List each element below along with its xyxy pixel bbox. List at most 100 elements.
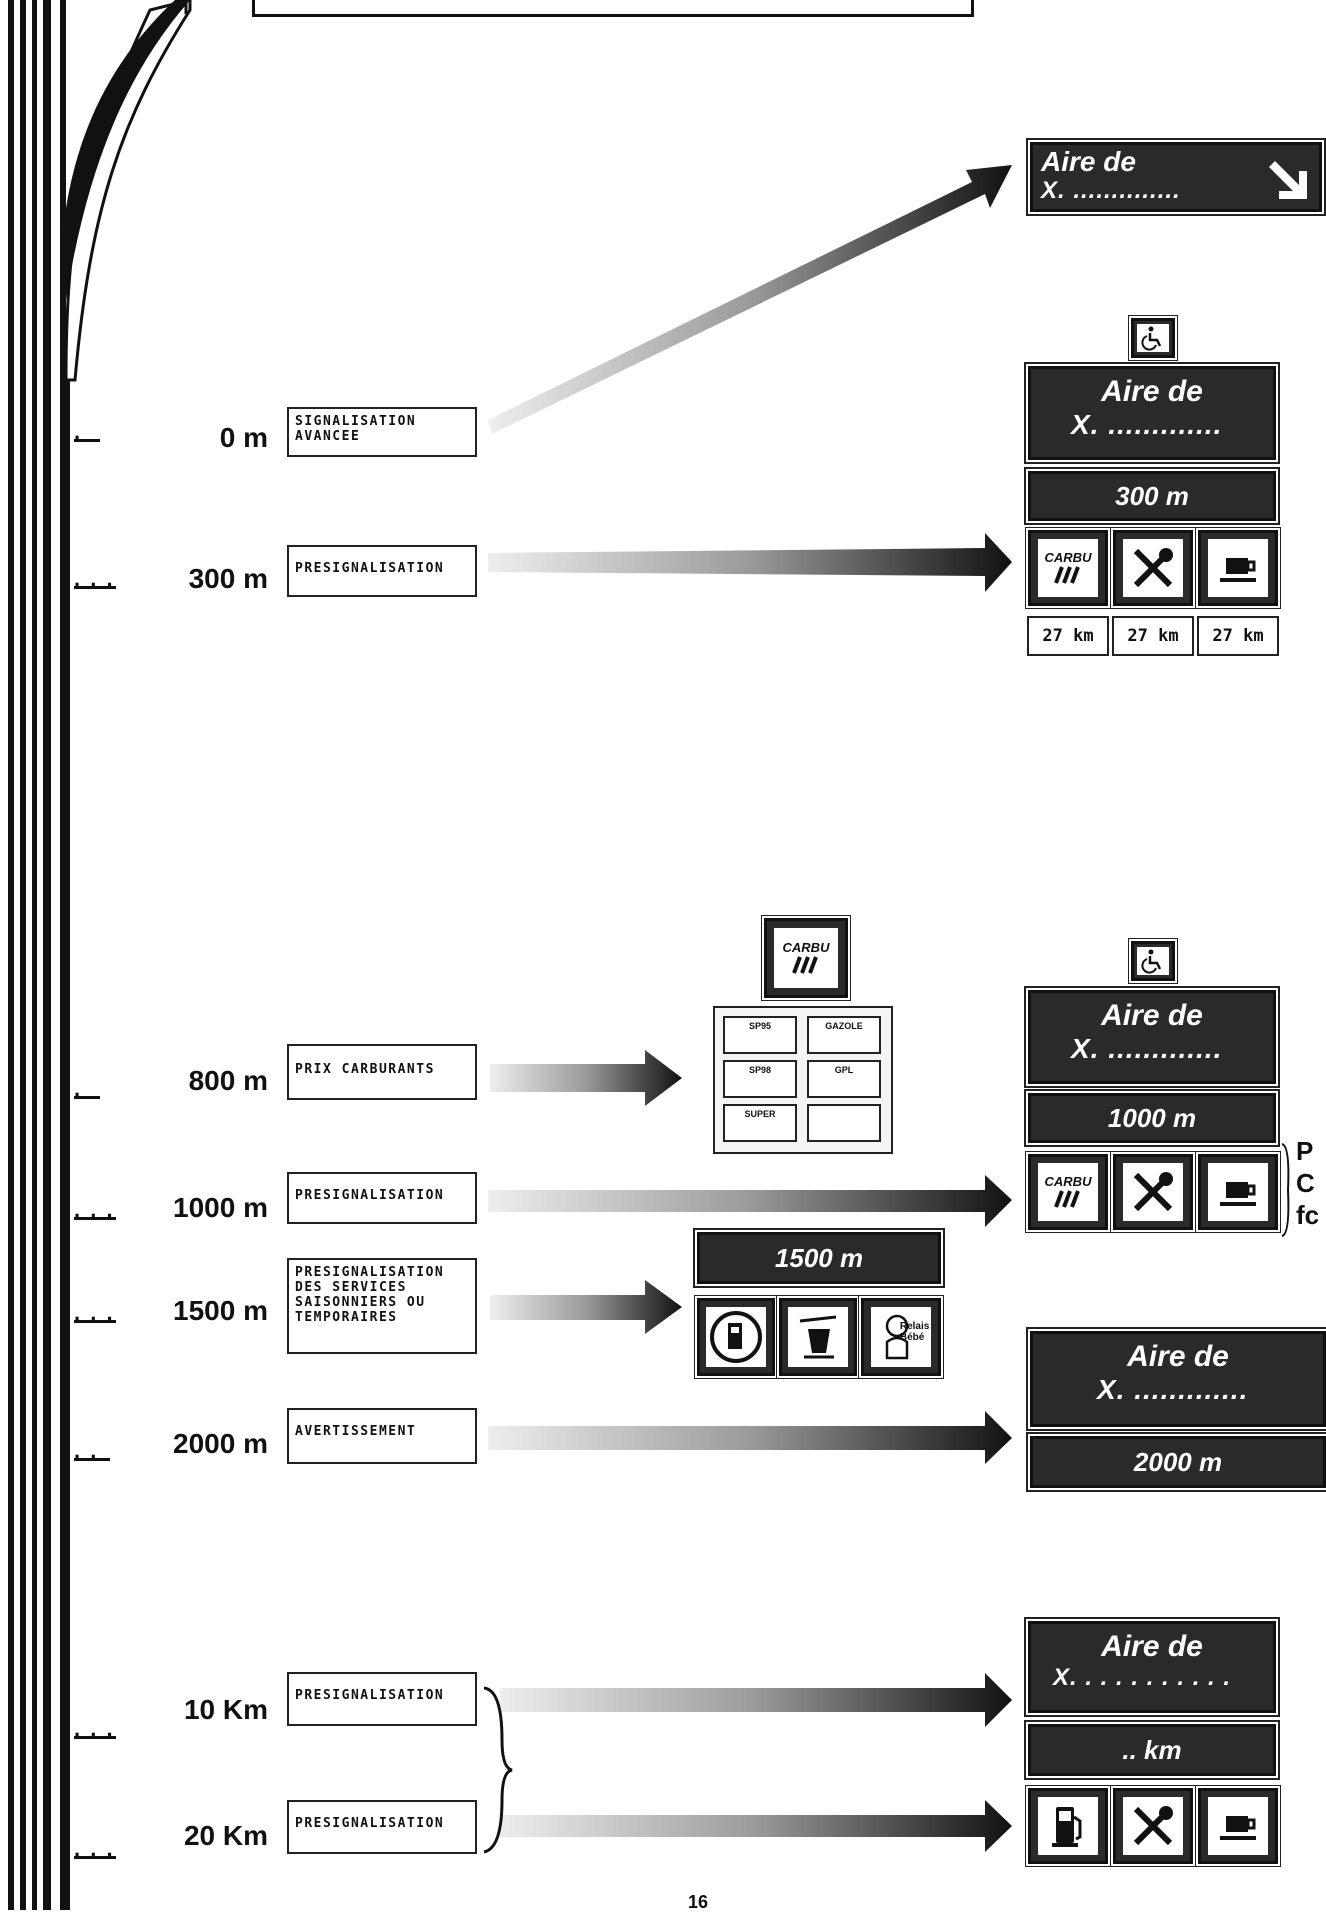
aire-sign-1000m-title: Aire de <box>1101 999 1203 1032</box>
side-bracket <box>1281 1143 1290 1237</box>
service-cafe-km <box>1198 1788 1278 1864</box>
fuel-price-panel: SP95 GAZOLE SP98 GPL SUPER <box>713 1006 893 1154</box>
marker-1500m: . . . <box>74 1300 116 1325</box>
relais-bebe-label: Relais Bébé <box>899 1321 930 1344</box>
carbu-label-800m: CARBU <box>782 940 830 956</box>
marker-0m: . <box>74 421 100 443</box>
label-presignalisation-20km: PRESIGNALISATION <box>287 1800 477 1854</box>
restaurant-icon <box>1133 1805 1173 1846</box>
service-carbu-300m: CARBU <box>1028 530 1108 606</box>
distance-sign-2000m: 2000 m <box>1030 1436 1326 1488</box>
side-text-c: C <box>1296 1168 1315 1198</box>
price-cell-1: SP95 <box>723 1016 797 1054</box>
label-presignalisation-services: PRESIGNALISATION DES SERVICES SAISONNIER… <box>287 1258 477 1354</box>
label-presignalisation-1000m: PRESIGNALISATION <box>287 1172 477 1224</box>
fuel-pump-wreath-icon <box>710 1311 762 1363</box>
distance-20km: 20 Km <box>183 1820 268 1851</box>
aire-sign-300m-title: Aire de <box>1101 375 1203 408</box>
restaurant-icon <box>1133 547 1173 588</box>
marker-2000m: . . <box>74 1440 110 1462</box>
label-presignalisation-10km: PRESIGNALISATION <box>287 1672 477 1726</box>
exit-sign: Aire de X. .............. <box>1030 142 1322 212</box>
arrow-20km <box>500 1800 1012 1852</box>
service-cafe-1000m <box>1198 1154 1278 1230</box>
label-avertissement: AVERTISSEMENT <box>287 1408 477 1464</box>
side-text-p: P <box>1296 1136 1314 1166</box>
arrow-10km <box>500 1673 1012 1727</box>
marker-10km: . . . <box>74 1716 116 1741</box>
marker-1000m: . . . <box>74 1197 116 1222</box>
distance-sign-300m: 300 m <box>1028 471 1276 521</box>
service-restaurant-km <box>1113 1788 1193 1864</box>
distance-0m: 0 m <box>219 422 268 453</box>
service-fuel-km <box>1028 1788 1108 1864</box>
aire-sign-km-name: X. . . . . . . . . . . <box>1053 1664 1232 1691</box>
distance-sign-1000m: 1000 m <box>1028 1093 1276 1143</box>
service-restaurant-300m <box>1113 530 1193 606</box>
marker-20km: . . . <box>74 1836 116 1861</box>
aire-sign-km-title: Aire de <box>1101 1630 1203 1663</box>
service-restaurant-1000m <box>1113 1154 1193 1230</box>
seasonal-service-3: Relais Bébé <box>861 1298 941 1376</box>
picnic-icon <box>799 1315 837 1359</box>
arrow-300m <box>488 533 1012 592</box>
fuel-icon <box>1054 1190 1080 1209</box>
aire-sign-km: Aire de X. . . . . . . . . . . <box>1028 1621 1276 1713</box>
fuel-icon <box>1054 566 1080 585</box>
cafe-icon <box>1219 557 1256 582</box>
cafe-icon <box>1219 1815 1256 1840</box>
carbu-label: CARBU <box>1044 550 1092 566</box>
fuel-icon <box>792 956 818 975</box>
side-text-fc: fc <box>1296 1200 1320 1230</box>
marker-300m: . . . <box>74 566 116 591</box>
exit-sign-title: Aire de <box>1041 146 1136 177</box>
aire-sign-300m: Aire de X. ............. <box>1028 366 1276 460</box>
aire-sign-300m-name: X. ............. <box>1071 409 1223 440</box>
wheelchair-sign-1000m <box>1131 941 1175 981</box>
carbu-sign-800m: CARBU <box>764 918 848 998</box>
carbu-label-1000m: CARBU <box>1044 1174 1092 1190</box>
baby-icon <box>885 1314 909 1360</box>
marker-800m: . <box>74 1078 100 1100</box>
aire-sign-2000m-title: Aire de <box>1127 1340 1229 1373</box>
km-box-2: 27 km <box>1112 616 1194 656</box>
page-number: 16 <box>688 1892 709 1912</box>
distance-sign-1500m: 1500 m <box>697 1232 941 1284</box>
arrow-1000m <box>488 1175 1012 1227</box>
arrow-800m <box>490 1050 682 1106</box>
price-cell-3: SP98 <box>723 1060 797 1098</box>
service-cafe-300m <box>1198 530 1278 606</box>
aire-sign-1000m: Aire de X. ............. <box>1028 990 1276 1084</box>
label-prix-carburants: PRIX CARBURANTS <box>287 1044 477 1100</box>
distance-sign-km: .. km <box>1028 1724 1276 1776</box>
service-carbu-1000m: CARBU <box>1028 1154 1108 1230</box>
restaurant-icon <box>1133 1171 1173 1212</box>
aire-sign-2000m: Aire de X. ............. <box>1030 1331 1326 1427</box>
distance-800m: 800 m <box>188 1065 268 1096</box>
top-caption-box <box>252 0 974 17</box>
price-cell-2: GAZOLE <box>807 1016 881 1054</box>
wheelchair-sign-300m <box>1131 318 1175 358</box>
distance-10km: 10 Km <box>183 1694 268 1725</box>
aire-sign-1000m-name: X. ............. <box>1071 1033 1223 1064</box>
arrow-2000m <box>488 1411 1012 1464</box>
arrow-1500m <box>490 1280 682 1334</box>
km-box-3: 27 km <box>1197 616 1279 656</box>
distance-1500m: 1500 m <box>173 1295 268 1326</box>
fuel-icon <box>1051 1806 1082 1847</box>
km-box-1: 27 km <box>1027 616 1109 656</box>
distance-2000m: 2000 m <box>173 1428 268 1459</box>
label-presignalisation-300m: PRESIGNALISATION <box>287 545 477 597</box>
cafe-icon <box>1219 1181 1256 1206</box>
seasonal-service-1 <box>697 1298 775 1376</box>
wheelchair-icon <box>1141 949 1162 974</box>
bracket <box>483 1686 513 1854</box>
price-cell-5: SUPER <box>723 1104 797 1142</box>
aire-sign-2000m-name: X. ............. <box>1097 1374 1249 1405</box>
seasonal-service-2 <box>779 1298 857 1376</box>
arrow-down-right-icon <box>1269 161 1307 199</box>
label-signalisation-avancee: SIGNALISATION AVANCEE <box>287 407 477 457</box>
price-cell-4: GPL <box>807 1060 881 1098</box>
highway-diagram <box>8 0 192 1910</box>
